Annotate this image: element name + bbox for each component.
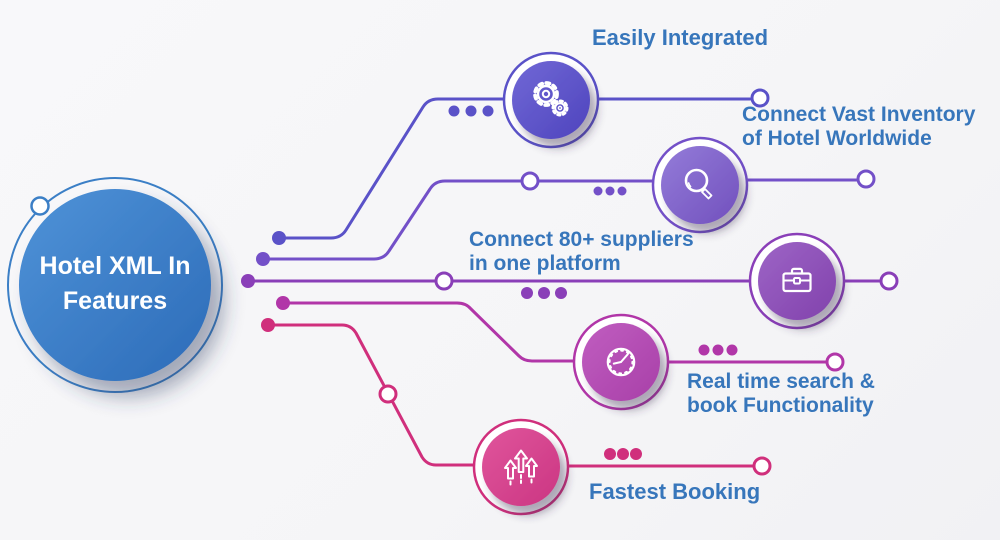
dot bbox=[593, 186, 603, 196]
label-real-time: Real time search & book Functionality bbox=[687, 370, 875, 418]
connector-easily-integrated bbox=[277, 88, 770, 240]
dot bbox=[712, 344, 724, 356]
hub-circle bbox=[7, 177, 223, 393]
end-node-circle bbox=[750, 88, 770, 108]
label-suppliers: Connect 80+ suppliers in one platform bbox=[469, 228, 694, 276]
dot bbox=[555, 287, 567, 299]
hub-ring-node bbox=[30, 196, 50, 216]
end-node-circle bbox=[879, 271, 899, 291]
hub-title-line2: Features bbox=[62, 287, 168, 315]
clock-icon bbox=[606, 347, 636, 377]
dot bbox=[604, 448, 616, 460]
mid-node-circle bbox=[378, 384, 398, 404]
node-fill bbox=[482, 428, 560, 506]
end-node-circle bbox=[825, 352, 845, 372]
connector-fastest-booking bbox=[266, 323, 772, 476]
connector-line bbox=[281, 301, 577, 363]
connector-real-time bbox=[281, 301, 845, 372]
node-suppliers bbox=[748, 232, 846, 330]
hub-dot bbox=[256, 252, 270, 266]
dot bbox=[538, 287, 550, 299]
label-vast-inventory: Connect Vast Inventory of Hotel Worldwid… bbox=[742, 103, 975, 151]
node-fill bbox=[758, 242, 836, 320]
mid-node-circle bbox=[520, 171, 540, 191]
dot bbox=[630, 448, 642, 460]
briefcase-icon bbox=[782, 267, 812, 293]
hub-title: Hotel XML In Features bbox=[15, 249, 215, 319]
hub-dot bbox=[276, 296, 290, 310]
connector-dots-easily-integrated bbox=[272, 105, 494, 245]
label-line: in one platform bbox=[469, 252, 621, 275]
connector-suppliers bbox=[246, 271, 899, 291]
connector-line bbox=[277, 97, 508, 240]
dot bbox=[617, 186, 627, 196]
label-easily-integrated: Easily Integrated bbox=[592, 26, 768, 50]
hub-title-line1: Hotel XML In bbox=[39, 252, 191, 280]
node-easily-integrated bbox=[502, 51, 600, 149]
dot bbox=[726, 344, 738, 356]
label-line: Connect 80+ suppliers bbox=[469, 228, 694, 251]
hub-main-circle bbox=[19, 189, 211, 381]
arrows-up-icon bbox=[504, 449, 538, 487]
connector-dots-real-time bbox=[276, 296, 738, 356]
connector-dots-fastest-booking bbox=[261, 318, 642, 460]
label-line: Real time search & bbox=[687, 370, 875, 393]
hub-outer-ring bbox=[7, 177, 223, 393]
dot bbox=[698, 344, 710, 356]
label-line: Fastest Booking bbox=[589, 479, 761, 504]
label-line: of Hotel Worldwide bbox=[742, 127, 932, 150]
hub-dot bbox=[272, 231, 286, 245]
node-fill bbox=[661, 146, 739, 224]
dot bbox=[617, 448, 629, 460]
gears-icon bbox=[533, 81, 569, 117]
dot bbox=[482, 105, 494, 117]
connector-dots-suppliers bbox=[241, 274, 567, 299]
dot bbox=[605, 186, 615, 196]
end-node-circle bbox=[752, 456, 772, 476]
hub-dot bbox=[261, 318, 275, 332]
magnifier-icon bbox=[684, 168, 713, 200]
connector-line bbox=[261, 179, 657, 261]
dot bbox=[521, 287, 533, 299]
label-fastest-booking: Fastest Booking bbox=[589, 480, 760, 504]
label-line: Easily Integrated bbox=[592, 25, 769, 50]
connector-vast-inventory bbox=[261, 169, 876, 261]
node-real-time bbox=[572, 313, 670, 411]
label-line: Connect Vast Inventory bbox=[742, 103, 976, 126]
dot bbox=[448, 105, 460, 117]
connector-line bbox=[266, 323, 477, 467]
end-node-circle bbox=[856, 169, 876, 189]
dot bbox=[465, 105, 477, 117]
hub-dot bbox=[241, 274, 255, 288]
connector-dots-vast-inventory bbox=[256, 186, 627, 266]
node-fastest-booking bbox=[472, 418, 570, 516]
label-line: book Functionality bbox=[687, 394, 874, 417]
node-vast-inventory bbox=[651, 136, 749, 234]
mid-node-circle bbox=[434, 271, 454, 291]
